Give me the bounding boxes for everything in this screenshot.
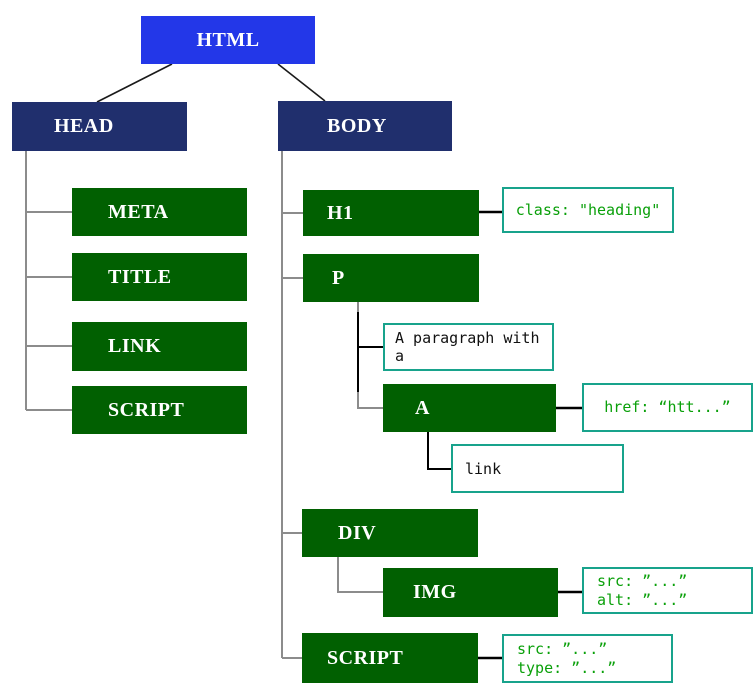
annotation-line: href: “htt...” <box>604 398 731 416</box>
node-head-label: HEAD <box>54 115 114 137</box>
node-meta-label: META <box>108 200 169 223</box>
node-img-label: IMG <box>413 581 457 603</box>
annotation-script-attrs: src: ”...” type: ”...” <box>502 634 673 683</box>
text-node-paragraph-value: A paragraph with a <box>395 329 540 365</box>
node-link: LINK <box>72 322 247 371</box>
annotation-a-href: href: “htt...” <box>582 383 753 432</box>
node-script-body: SCRIPT <box>302 633 478 683</box>
connector-p-a-elbow <box>357 392 383 409</box>
node-p-label: P <box>332 266 345 289</box>
node-head: HEAD <box>12 102 187 151</box>
text-node-paragraph: A paragraph with a <box>383 323 554 371</box>
connector-html-body <box>277 63 326 102</box>
node-body-label: BODY <box>327 114 387 137</box>
node-img: IMG <box>383 568 558 617</box>
node-script-head-label: SCRIPT <box>108 398 185 421</box>
annotation-line: type: ”...” <box>517 658 617 677</box>
node-meta: META <box>72 188 247 236</box>
node-html: HTML <box>141 16 315 64</box>
node-title-label: TITLE <box>108 265 172 288</box>
connector-a-link-elbow <box>427 432 451 470</box>
annotation-line: src: ”...” <box>597 571 688 590</box>
node-link-label: LINK <box>108 335 162 357</box>
node-div-label: DIV <box>338 521 377 544</box>
node-h1: H1 <box>303 190 479 236</box>
node-a: A <box>383 384 556 432</box>
text-node-link: link <box>451 444 624 493</box>
connector-html-head <box>96 63 173 103</box>
node-script-body-label: SCRIPT <box>327 646 404 669</box>
node-a-label: A <box>415 396 430 419</box>
node-body: BODY <box>278 101 452 151</box>
connector-div-img-elbow <box>337 557 383 593</box>
node-p: P <box>303 254 479 302</box>
annotation-img-attrs: src: ”...” alt: ”...” <box>582 567 753 614</box>
text-node-link-value: link <box>465 459 502 478</box>
annotation-line: src: ”...” <box>517 639 608 658</box>
node-script-head: SCRIPT <box>72 386 247 434</box>
node-title: TITLE <box>72 253 247 301</box>
annotation-line: class: "heading" <box>515 200 661 219</box>
annotation-h1-class: class: "heading" <box>502 187 674 233</box>
node-html-label: HTML <box>196 28 260 51</box>
node-h1-label: H1 <box>327 201 354 224</box>
annotation-line: alt: ”...” <box>597 590 688 609</box>
node-div: DIV <box>302 509 478 557</box>
